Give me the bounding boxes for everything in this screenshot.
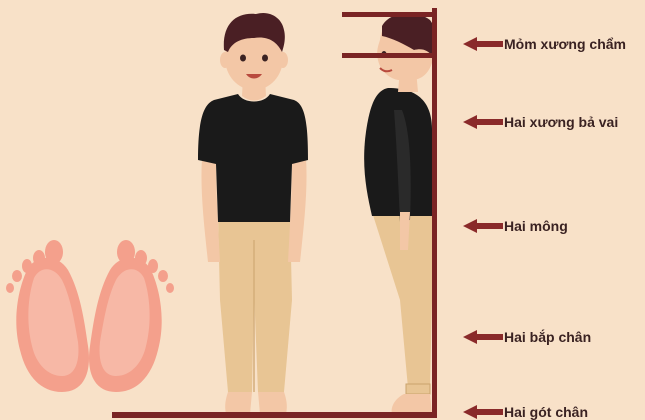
left-arrow-icon xyxy=(463,330,503,344)
right-foot xyxy=(89,240,174,392)
left-arrow-icon xyxy=(463,219,503,233)
left-arrow-icon xyxy=(463,115,503,129)
footprints-icon xyxy=(6,240,174,392)
left-arrow-icon xyxy=(463,37,503,51)
checkpoint-label-heels: Hai gót chân xyxy=(504,404,588,420)
checkpoint-label-buttocks: Hai mông xyxy=(504,218,568,234)
side-figure xyxy=(364,13,435,414)
front-figure xyxy=(198,13,308,414)
checkpoint-label-calves: Hai bắp chân xyxy=(504,329,591,345)
left-arrow-icon xyxy=(463,405,503,419)
left-foot xyxy=(6,240,89,392)
checkpoint-label-occipital: Mỏm xương chẩm xyxy=(504,36,626,52)
checkpoint-label-shoulder-blades: Hai xương bả vai xyxy=(504,114,618,130)
